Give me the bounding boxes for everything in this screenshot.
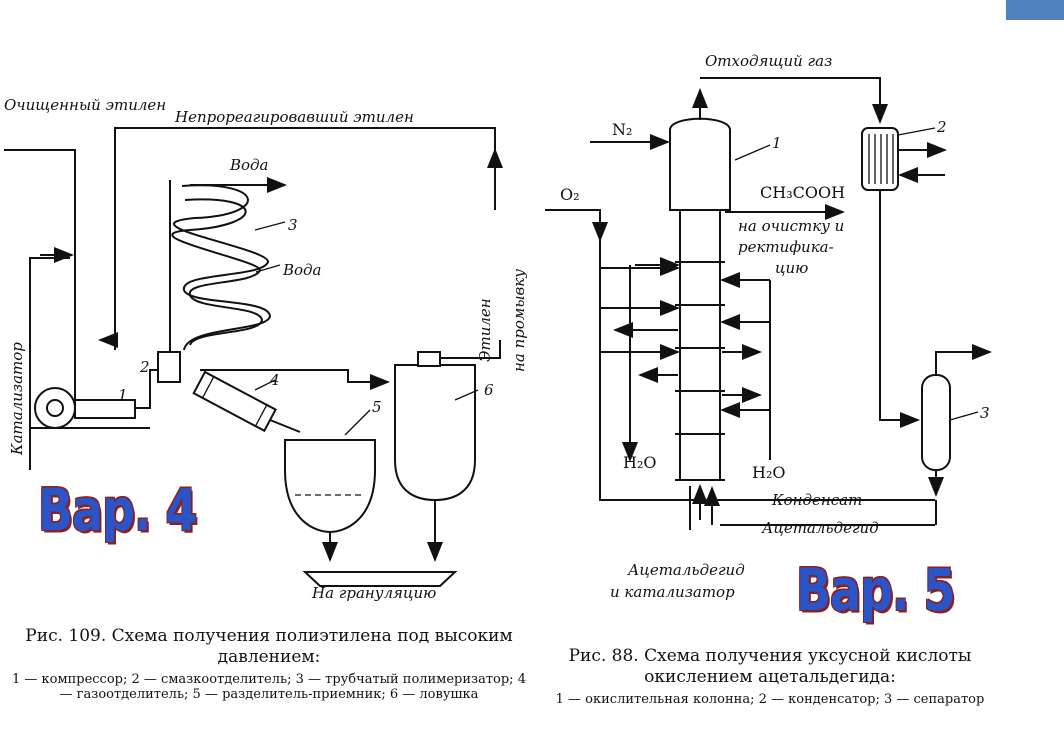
label-purified-ethylene-1: Очищенный этилен (4, 96, 166, 114)
right-caption-title: Рис. 88. Схема получения уксусной кислот… (568, 646, 972, 687)
variant-5-label: Вар. 5 (796, 556, 956, 624)
number-r1: 1 (772, 134, 782, 152)
pipe-separator-top (935, 344, 992, 375)
pipe-to-separator (879, 190, 920, 428)
leader-5 (344, 409, 371, 436)
oxidation-column-top (669, 117, 731, 211)
label-n2: N₂ (612, 120, 632, 139)
tubular-polymerizer-2 (173, 184, 272, 351)
oxidation-column-body (679, 209, 721, 481)
corner-accent (1006, 0, 1064, 20)
number-2: 2 (139, 358, 150, 376)
label-purification-2: ректифика- (738, 238, 834, 256)
leader-6 (454, 389, 479, 401)
label-o2: O₂ (560, 185, 580, 204)
label-unreacted-ethylene: Непрореагировавший этилен (174, 108, 414, 126)
number-4: 4 (269, 371, 280, 389)
separator-receiver (284, 439, 376, 534)
tubular-polymerizer (171, 198, 264, 346)
cooling-inlets-right (720, 272, 771, 460)
pipe-off-gas (700, 77, 888, 124)
pipe-to-trap (200, 369, 390, 390)
label-ethylene-wash-2: на промывку (510, 269, 528, 372)
pipe-trap-out (440, 340, 501, 359)
leader-water (255, 264, 281, 273)
pipe-purified-ethylene (4, 149, 76, 400)
polyethylene-scheme: Очищенный этилен Непрореагировавший этил… (4, 96, 528, 602)
column-flanges (675, 261, 725, 481)
number-1: 1 (118, 386, 128, 404)
number-3: 3 (288, 216, 298, 234)
label-off-gas: Отходящий газ (705, 52, 832, 70)
gas-separator (192, 370, 277, 433)
pipe-catalyst (29, 257, 70, 470)
pipe-o2 (545, 209, 608, 242)
number-r2: 2 (936, 118, 947, 136)
label-purification-1: на очистку и (738, 217, 844, 235)
label-to-granulation: На грануляцию (311, 584, 436, 602)
acetic-acid-scheme: Отходящий газ N₂ O₂ CH₃COOH на очистку и… (545, 52, 992, 601)
right-caption-legend: 1 — окислительная колонна; 2 — конденсат… (555, 692, 985, 707)
label-feed-1: Ацетальдегид (627, 561, 745, 579)
leader-sep-3 (949, 411, 979, 421)
leader-4 (254, 379, 276, 391)
number-r3: 3 (980, 404, 990, 422)
label-feed-2: и катализатор (610, 583, 735, 601)
compressor-hub (46, 399, 64, 417)
leader-cond-2 (897, 127, 936, 136)
grease-separator (157, 351, 181, 383)
condenser-tubes (868, 134, 894, 184)
label-catalyst: Катализатор (8, 342, 26, 456)
label-acetaldehyde: Ацетальдегид (761, 519, 879, 537)
trap-valve (417, 351, 441, 367)
trap (394, 364, 476, 502)
leader-col-1 (734, 144, 771, 161)
label-h2o-left: H₂O (623, 453, 656, 472)
label-h2o-right: H₂O (752, 463, 785, 482)
pipe-compressor-out (135, 369, 160, 409)
pipe-to-receiver (269, 419, 301, 433)
right-caption: Рис. 88. Схема получения уксусной кислот… (538, 646, 1002, 707)
leader-3 (254, 221, 286, 231)
label-acetic-acid: CH₃COOH (760, 183, 845, 202)
separator (921, 374, 951, 471)
number-5: 5 (372, 398, 382, 416)
cooling-inlets-left (599, 240, 935, 501)
left-caption-title: Рис. 109. Схема получения полиэтилена по… (25, 626, 513, 667)
left-caption-legend: 1 — компрессор; 2 — смазкоотделитель; 3 … (12, 672, 526, 702)
label-water-side: Вода (282, 261, 322, 279)
variant-4-label: Вар. 4 (38, 476, 198, 544)
left-caption: Рис. 109. Схема получения полиэтилена по… (4, 626, 534, 702)
label-ethylene-wash-1: Этилен (476, 298, 494, 362)
pipe-unreacted-ethylene (114, 127, 496, 350)
label-purification-3: цию (775, 259, 808, 277)
number-6: 6 (484, 381, 494, 399)
granulation-tray (302, 571, 458, 587)
label-water-top: Вода (229, 156, 269, 174)
